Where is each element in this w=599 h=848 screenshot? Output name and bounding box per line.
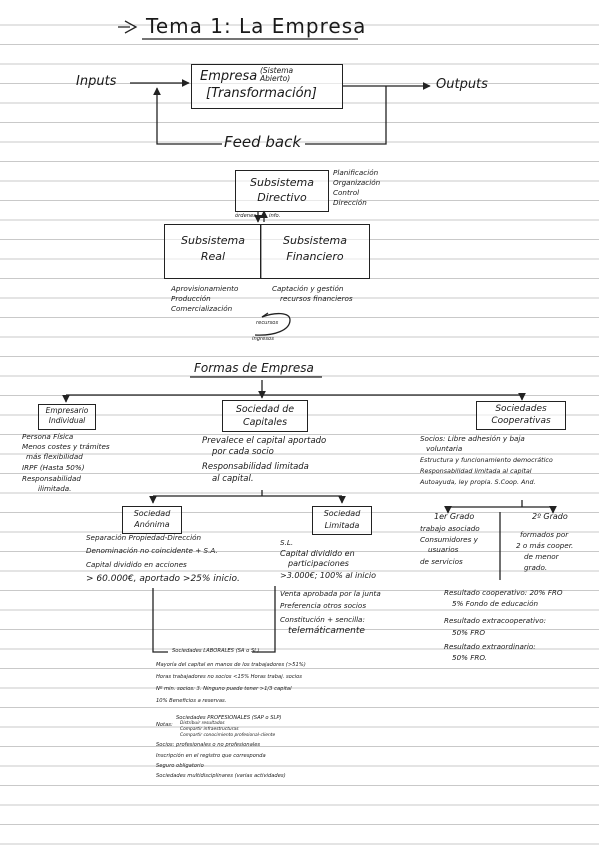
real-item: Producción bbox=[171, 294, 211, 303]
cooperativas-item: Autoayuda, ley propia. S.Coop. And. bbox=[420, 478, 536, 486]
cooperativas-title: Sociedades Cooperativas bbox=[491, 404, 551, 426]
primer-grado-title: 1er Grado bbox=[434, 512, 475, 521]
subsistema-real-box: Subsistema Real bbox=[164, 224, 262, 279]
real-label: Subsistema Real bbox=[181, 234, 245, 263]
nota-item: Compartir infraestructuras bbox=[180, 727, 239, 732]
anonima-item: > 60.000€, aportado >25% inicio. bbox=[86, 574, 240, 584]
segundo-grado-title: 2º Grado bbox=[532, 512, 568, 521]
nota-item: Distribuir resultados bbox=[180, 721, 225, 726]
recursos-label: recursos bbox=[256, 320, 279, 326]
limitada-item: Preferencia otros socios bbox=[280, 601, 367, 610]
individual-item: Persona Física bbox=[22, 432, 74, 441]
transformacion-label: [Transformación] bbox=[206, 86, 317, 101]
primer-grado-item: usuarios bbox=[428, 545, 459, 554]
outputs-label: Outputs bbox=[436, 77, 488, 92]
ordenes-label: órdenes bbox=[235, 213, 256, 219]
resultado-item: 50% FRO. bbox=[452, 653, 488, 662]
sociedad-limitada-box: Sociedad Limitada bbox=[312, 506, 372, 535]
limitada-item: >3.000€; 100% al inicio bbox=[280, 571, 377, 580]
cooperativas-item: Responsabilidad limitada al capital bbox=[420, 467, 532, 475]
capitales-item: Prevalece el capital aportado bbox=[202, 436, 327, 446]
individual-item: ilimitada. bbox=[38, 484, 72, 493]
fin-item: recursos financieros bbox=[280, 294, 353, 303]
formas-title: Formas de Empresa bbox=[194, 361, 314, 375]
individual-title: Empresario Individual bbox=[45, 406, 89, 425]
resultado-item: Resultado cooperativo: 20% FRO bbox=[444, 588, 563, 597]
funcion-item: Organización bbox=[333, 178, 381, 187]
anonima-item: Capital dividido en acciones bbox=[86, 560, 187, 569]
notas-label: Notas: bbox=[156, 722, 173, 728]
empresa-label: Empresa bbox=[200, 69, 258, 84]
nota-item: Compartir conocimiento profesional-clien… bbox=[180, 733, 276, 738]
profesionales-item: Socios: profesionales o no profesionales bbox=[156, 742, 261, 748]
sociedades-cooperativas-box: Sociedades Cooperativas bbox=[476, 401, 566, 430]
individual-item: IRPF (Hasta 50%) bbox=[22, 463, 85, 472]
resultado-item: 50% FRO bbox=[452, 628, 486, 637]
inputs-label: Inputs bbox=[76, 74, 117, 89]
limitada-item: Constitución + sencilla: bbox=[280, 615, 365, 624]
anonima-item: Separación Propiedad-Dirección bbox=[86, 533, 202, 542]
limitada-item: Capital dividido en bbox=[280, 549, 355, 558]
individual-item: más flexibilidad bbox=[26, 452, 83, 461]
segundo-grado-item: formados por bbox=[520, 530, 569, 539]
capitales-title: Sociedad de Capitales bbox=[235, 404, 295, 428]
individual-item: Menos costes y trámites bbox=[22, 442, 110, 451]
fin-item: Captación y gestión bbox=[272, 284, 344, 293]
segundo-grado-item: 2 o más cooper. bbox=[516, 541, 574, 550]
capitales-item: Responsabilidad limitada bbox=[202, 462, 309, 472]
segundo-grado-item: grado. bbox=[524, 563, 548, 572]
anonima-item: Denominación no coincidente + S.A. bbox=[86, 546, 218, 555]
financiero-label: Subsistema Financiero bbox=[283, 234, 347, 263]
funcion-item: Dirección bbox=[333, 198, 367, 207]
subsistema-financiero-box: Subsistema Financiero bbox=[260, 224, 370, 279]
limitada-item: Venta aprobada por la junta bbox=[280, 589, 381, 598]
anonima-title: Sociedad Anónima bbox=[133, 509, 171, 529]
profesionales-item: Inscripción en el registro que correspon… bbox=[156, 753, 266, 759]
resultado-item: 5% Fondo de educación bbox=[452, 599, 539, 608]
limitada-item: S.L. bbox=[280, 538, 294, 547]
resultado-item: Resultado extracooperativo: bbox=[444, 616, 547, 625]
laborales-item: 10% Beneficios a reservas. bbox=[156, 698, 227, 704]
cooperativas-item: Socios: Libre adhesión y baja bbox=[420, 434, 525, 443]
page-title: Tema 1: La Empresa bbox=[146, 14, 367, 38]
primer-grado-item: de servicios bbox=[420, 557, 463, 566]
laborales-item: Horas trabajadores no socios <15% Horas … bbox=[156, 674, 302, 680]
cooperativas-item: Estructura y funcionamiento democrático bbox=[420, 456, 553, 464]
sociedad-anonima-box: Sociedad Anónima bbox=[122, 506, 182, 534]
info-label: info. bbox=[269, 213, 281, 219]
title-arrow-icon bbox=[118, 20, 138, 34]
capitales-item: por cada socio bbox=[212, 447, 274, 457]
cooperativas-item: voluntaria bbox=[426, 444, 463, 453]
laborales-item: Mayoría del capital en manos de los trab… bbox=[156, 662, 306, 668]
empresario-individual-box: Empresario Individual bbox=[38, 404, 96, 430]
real-item: Aprovisionamiento bbox=[171, 284, 239, 293]
profesionales-item: Sociedades multidisciplinares (varias ac… bbox=[156, 773, 286, 779]
capitales-item: al capital. bbox=[212, 474, 254, 484]
empresa-box: Empresa (Sistema Abierto) [Transformació… bbox=[191, 64, 343, 109]
laborales-title: Sociedades LABORALES (SA o SL) bbox=[172, 648, 260, 654]
limitada-item: participaciones bbox=[288, 559, 349, 568]
subsistema-directivo-box: Subsistema Directivo bbox=[235, 170, 329, 212]
limitada-title: Sociedad Limitada bbox=[323, 509, 361, 530]
funcion-item: Planificación bbox=[333, 168, 379, 177]
individual-item: Responsabilidad bbox=[22, 474, 81, 483]
profesionales-item: Seguro obligatorio bbox=[156, 763, 204, 769]
ingresos-label: ingresos bbox=[252, 336, 274, 342]
directivo-label: Subsistema Directivo bbox=[250, 176, 314, 204]
profesionales-title: Sociedades PROFESIONALES (SAP o SLP) bbox=[176, 715, 282, 721]
laborales-item: Nº min. socios: 3. Ninguno puede tener >… bbox=[156, 686, 292, 692]
funcion-item: Control bbox=[333, 188, 360, 197]
primer-grado-item: Consumidores y bbox=[420, 535, 478, 544]
limitada-item: telemáticamente bbox=[288, 626, 365, 636]
resultado-item: Resultado extraordinario: bbox=[444, 642, 536, 651]
feedback-label: Feed back bbox=[224, 133, 302, 151]
sistema-abierto-label: (Sistema Abierto) bbox=[260, 66, 294, 83]
sociedad-capitales-box: Sociedad de Capitales bbox=[222, 400, 308, 432]
real-item: Comercialización bbox=[171, 304, 233, 313]
segundo-grado-item: de menor bbox=[524, 552, 559, 561]
primer-grado-item: trabajo asociado bbox=[420, 524, 480, 533]
